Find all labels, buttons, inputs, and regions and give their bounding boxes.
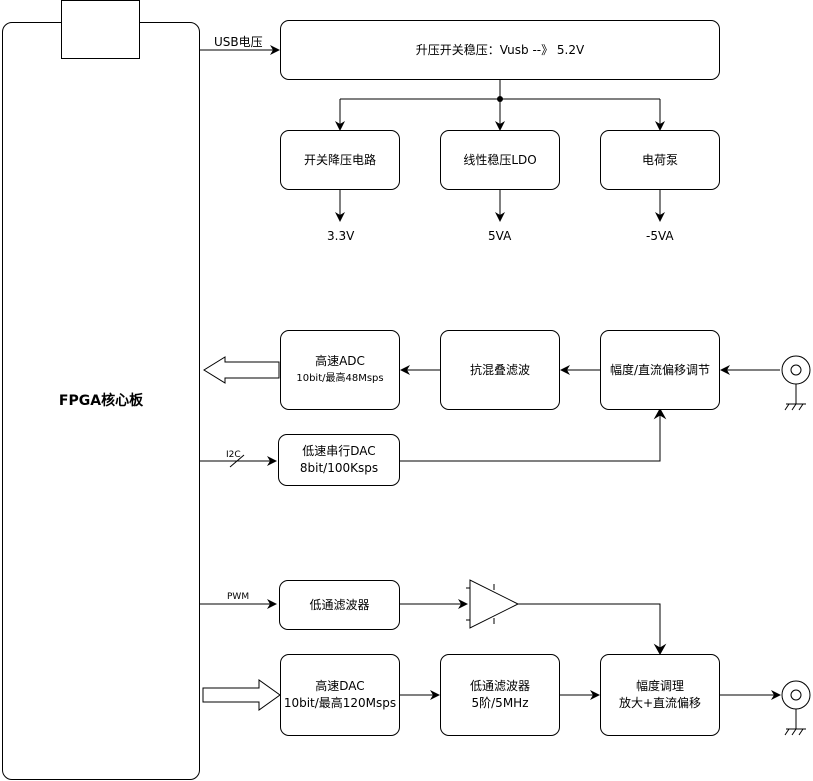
serial-dac-spec: 8bit/100Ksps xyxy=(299,461,379,475)
pwm-lowpass-filter-box: 低通滤波器 xyxy=(279,580,400,630)
dac-lowpass-filter-title: 低通滤波器 xyxy=(469,679,530,693)
i2c-label: I2C xyxy=(226,450,241,460)
output-amp-conditioning-spec: 放大+直流偏移 xyxy=(618,696,702,710)
opamp-symbol xyxy=(469,579,520,629)
antialias-filter-label: 抗混叠滤波 xyxy=(469,362,530,377)
charge-pump-label: 电荷泵 xyxy=(641,152,678,167)
serial-dac-line xyxy=(400,411,661,462)
fpga-title: FPGA核心板 xyxy=(58,393,144,409)
amp-offset-adjust-box: 幅度/直流偏移调节 xyxy=(600,330,720,410)
serial-dac-box: 低速串行DAC 8bit/100Ksps xyxy=(278,434,400,486)
opamp-out-arrowhead xyxy=(653,643,667,656)
buck-converter-label: 开关降压电路 xyxy=(303,152,376,167)
output-connector-icon xyxy=(781,680,811,736)
high-speed-adc-title: 高速ADC xyxy=(315,354,365,368)
buck-converter-box: 开关降压电路 xyxy=(280,130,400,190)
output-3v3-label: 3.3V xyxy=(327,229,355,243)
i2c-bus-slash xyxy=(229,454,245,468)
high-speed-adc-spec: 10bit/最高48Msps xyxy=(296,373,384,384)
fpga-connector-block xyxy=(61,0,140,59)
output-amp-conditioning-box: 幅度调理 放大+直流偏移 xyxy=(600,654,720,736)
dac-lowpass-filter-spec: 5阶/5MHz xyxy=(471,696,529,710)
high-speed-dac-title: 高速DAC xyxy=(315,679,365,693)
output-minus5va-label: -5VA xyxy=(646,229,674,243)
usb-voltage-label: USB电压 xyxy=(214,35,263,49)
junction-dot xyxy=(497,96,503,102)
fpga-to-dac-bus-arrow xyxy=(202,679,281,711)
serial-dac-arrowhead xyxy=(653,407,667,420)
dac-lowpass-filter-box: 低通滤波器 5阶/5MHz xyxy=(440,654,560,736)
high-speed-adc-box: 高速ADC 10bit/最高48Msps xyxy=(280,330,400,410)
high-speed-dac-spec: 10bit/最高120Msps xyxy=(283,696,397,710)
adc-to-fpga-bus-arrow xyxy=(203,356,280,384)
boost-regulator-box: 升压开关稳压：Vusb --》 5.2V xyxy=(280,20,720,80)
fpga-core-board xyxy=(2,22,200,780)
output-5va-label: 5VA xyxy=(488,229,512,243)
ldo-label: 线性稳压LDO xyxy=(463,152,537,167)
high-speed-dac-box: 高速DAC 10bit/最高120Msps xyxy=(280,654,400,736)
pwm-label: PWM xyxy=(227,592,250,602)
amp-offset-adjust-label: 幅度/直流偏移调节 xyxy=(609,362,711,377)
boost-regulator-label: 升压开关稳压：Vusb --》 5.2V xyxy=(415,42,585,57)
ldo-box: 线性稳压LDO xyxy=(440,130,560,190)
pwm-lowpass-filter-label: 低通滤波器 xyxy=(309,597,370,612)
input-connector-icon xyxy=(781,355,811,411)
opamp-out-line xyxy=(518,603,661,651)
serial-dac-title: 低速串行DAC xyxy=(302,444,376,458)
charge-pump-box: 电荷泵 xyxy=(600,130,720,190)
output-amp-conditioning-title: 幅度调理 xyxy=(635,679,684,693)
antialias-filter-box: 抗混叠滤波 xyxy=(440,330,560,410)
